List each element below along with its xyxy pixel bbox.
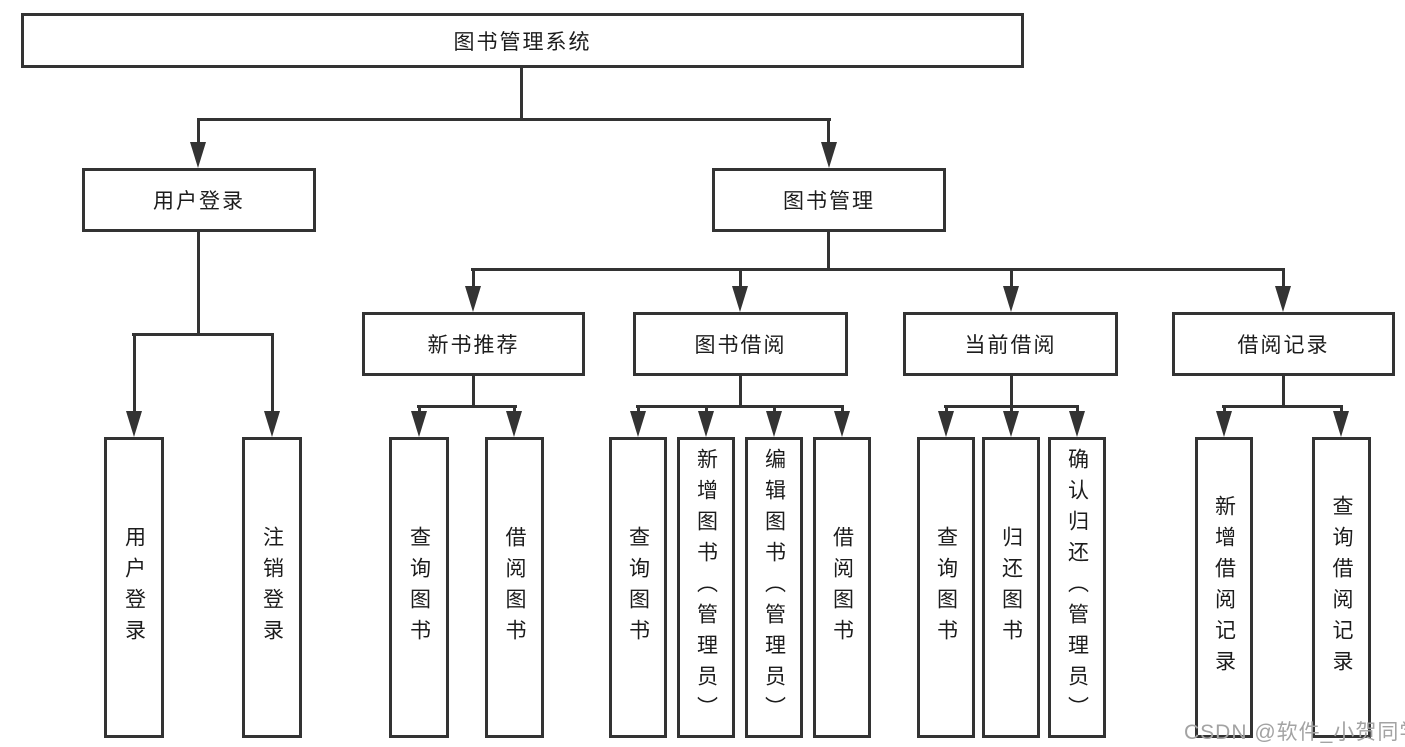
arrow-down-icon bbox=[821, 142, 837, 168]
connector-level3-drop bbox=[739, 268, 742, 288]
leaf-logout: 注销登录 bbox=[242, 437, 302, 738]
leaf-label: 新增借阅记录 bbox=[1212, 494, 1236, 681]
connector-level3-drop bbox=[472, 268, 475, 288]
connector-branch-new-book-recommend bbox=[417, 405, 517, 408]
connector-leaf-drop bbox=[1340, 405, 1343, 415]
arrow-down-icon bbox=[766, 411, 782, 437]
leaf-return-books: 归还图书 bbox=[982, 437, 1040, 738]
connector-leaf-drop bbox=[773, 405, 776, 415]
leaf-borrow-books-recommend: 借阅图书 bbox=[485, 437, 544, 738]
node-user-login: 用户登录 bbox=[82, 168, 316, 232]
leaf-label: 用户登录 bbox=[122, 525, 146, 650]
connector-leaf-drop bbox=[841, 405, 844, 415]
connector-current-borrow-stem bbox=[1010, 376, 1013, 408]
leaf-add-books-admin: 新增图书（管理员） bbox=[677, 437, 735, 738]
leaf-add-borrow-record: 新增借阅记录 bbox=[1195, 437, 1253, 738]
leaf-borrow-books: 借阅图书 bbox=[813, 437, 871, 738]
node-book-borrow: 图书借阅 bbox=[633, 312, 848, 376]
connector-leaf-drop bbox=[271, 333, 274, 413]
arrow-down-icon bbox=[411, 411, 427, 437]
connector-leaf-drop bbox=[133, 333, 136, 413]
leaf-query-books-current: 查询图书 bbox=[917, 437, 975, 738]
arrow-down-icon bbox=[938, 411, 954, 437]
connector-leaf-drop bbox=[1076, 405, 1079, 415]
leaf-label: 查询借阅记录 bbox=[1330, 494, 1353, 681]
leaf-label: 借阅图书 bbox=[830, 525, 854, 650]
arrow-down-icon bbox=[126, 411, 142, 437]
connector-leaf-drop bbox=[1223, 405, 1226, 415]
node-book-borrow-label: 图书借阅 bbox=[694, 334, 787, 357]
connector-branch-level2 bbox=[197, 118, 831, 121]
leaf-query-books-borrow: 查询图书 bbox=[609, 437, 667, 738]
arrow-down-icon bbox=[264, 411, 280, 437]
connector-leaf-drop bbox=[513, 405, 516, 415]
leaf-label: 新增图书（管理员） bbox=[694, 448, 718, 727]
connector-leaf-drop bbox=[418, 405, 421, 415]
leaf-label: 查询图书 bbox=[934, 525, 958, 650]
leaf-user-login: 用户登录 bbox=[104, 437, 164, 738]
leaf-label: 借阅图书 bbox=[503, 525, 526, 650]
leaf-query-books-recommend: 查询图书 bbox=[389, 437, 449, 738]
node-book-management-label: 图书管理 bbox=[783, 190, 875, 213]
node-book-management: 图书管理 bbox=[712, 168, 946, 232]
node-root: 图书管理系统 bbox=[21, 13, 1024, 68]
leaf-edit-books-admin: 编辑图书（管理员） bbox=[745, 437, 803, 738]
connector-borrow-records-stem bbox=[1282, 376, 1285, 408]
connector-level3-drop bbox=[1282, 268, 1285, 288]
leaf-query-borrow-record: 查询借阅记录 bbox=[1312, 437, 1371, 738]
arrow-down-icon bbox=[732, 286, 748, 312]
leaf-confirm-return-admin: 确认归还（管理员） bbox=[1048, 437, 1106, 738]
arrow-down-icon bbox=[1275, 286, 1291, 312]
connector-leaf-drop bbox=[945, 405, 948, 415]
connector-level3-drop bbox=[1010, 268, 1013, 288]
connector-book-management-stem bbox=[827, 232, 830, 270]
arrow-down-icon bbox=[1003, 286, 1019, 312]
connector-root-stem bbox=[520, 66, 523, 120]
watermark-text: CSDN @软件_小贺同学 bbox=[1184, 721, 1405, 744]
node-current-borrow-label: 当前借阅 bbox=[964, 334, 1057, 357]
node-root-label: 图书管理系统 bbox=[453, 30, 592, 54]
arrow-down-icon bbox=[1069, 411, 1085, 437]
node-borrow-records: 借阅记录 bbox=[1172, 312, 1395, 376]
connector-new-book-recommend-stem bbox=[472, 376, 475, 408]
connector-user-login-stem bbox=[197, 232, 200, 336]
node-new-book-recommend-label: 新书推荐 bbox=[427, 334, 520, 357]
arrow-down-icon bbox=[1216, 411, 1232, 437]
arrow-down-icon bbox=[1333, 411, 1349, 437]
connector-branch-book-borrow bbox=[636, 405, 844, 408]
node-borrow-records-label: 借阅记录 bbox=[1237, 334, 1330, 357]
leaf-label: 注销登录 bbox=[260, 525, 284, 650]
connector-leaf-drop bbox=[705, 405, 708, 415]
connector-user-login-drop bbox=[197, 118, 200, 144]
node-current-borrow: 当前借阅 bbox=[903, 312, 1118, 376]
leaf-label: 查询图书 bbox=[407, 525, 431, 650]
connector-book-borrow-stem bbox=[739, 376, 742, 408]
connector-leaf-drop bbox=[1010, 405, 1013, 415]
node-user-login-label: 用户登录 bbox=[153, 190, 245, 213]
connector-leaf-drop bbox=[637, 405, 640, 415]
leaf-label: 确认归还（管理员） bbox=[1065, 448, 1089, 727]
leaf-label: 归还图书 bbox=[999, 525, 1023, 650]
connector-branch-user-login bbox=[132, 333, 274, 336]
arrow-down-icon bbox=[190, 142, 206, 168]
leaf-label: 查询图书 bbox=[626, 525, 650, 650]
connector-branch-level3 bbox=[471, 268, 1285, 271]
arrow-down-icon bbox=[834, 411, 850, 437]
arrow-down-icon bbox=[506, 411, 522, 437]
leaf-label: 编辑图书（管理员） bbox=[762, 448, 786, 727]
connector-book-management-drop bbox=[827, 118, 830, 144]
arrow-down-icon bbox=[630, 411, 646, 437]
arrow-down-icon bbox=[698, 411, 714, 437]
arrow-down-icon bbox=[1003, 411, 1019, 437]
arrow-down-icon bbox=[465, 286, 481, 312]
node-new-book-recommend: 新书推荐 bbox=[362, 312, 585, 376]
connector-branch-borrow-records bbox=[1222, 405, 1343, 408]
